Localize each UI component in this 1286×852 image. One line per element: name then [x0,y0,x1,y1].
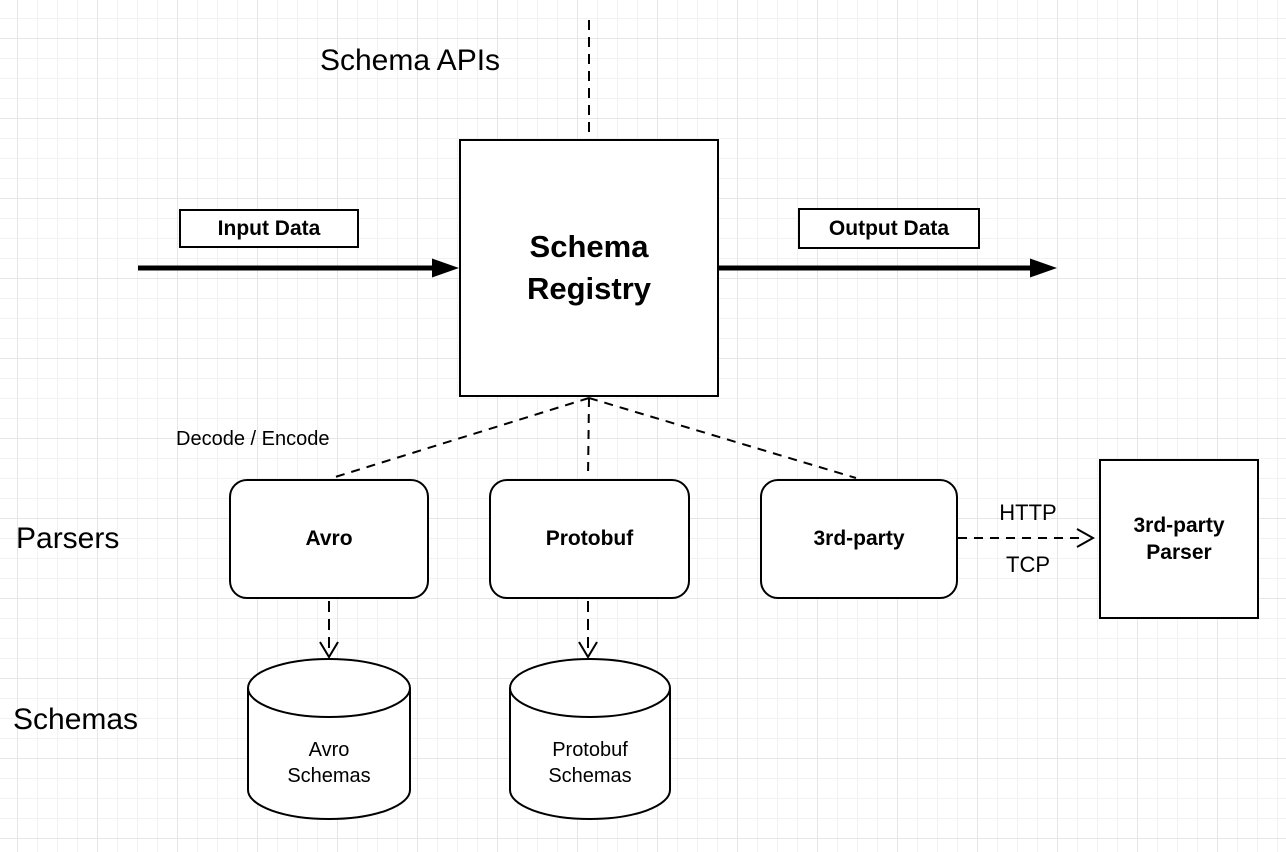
output-data-label-box: Output Data [798,208,980,249]
protobuf-schemas-cylinder-top [509,658,671,718]
avro-schemas-store-label: Avro Schemas [287,739,371,787]
schema-apis-label: Schema APIs [319,44,501,77]
registry-to-thirdparty-dashed-line [588,397,857,479]
thirdparty-to-parser-arrowhead [1076,528,1096,548]
protobuf-schemas-store-label: Protobuf Schemas [548,739,632,787]
input-arrowhead [432,258,459,278]
schema-registry-node: Schema Registry [459,139,719,397]
protobuf-schemas-cylinder-body [509,688,671,820]
parsers-row-label: Parsers [16,522,120,555]
protobuf-parser-node: Protobuf [489,479,690,599]
http-protocol-label: HTTP [999,500,1057,525]
avro-parser-node: Avro [229,479,429,599]
input-data-label-box: Input Data [179,209,359,248]
registry-to-protobuf-dashed-line [587,397,590,479]
avro-to-store-arrowhead [319,641,339,659]
avro-schemas-cylinder-body [247,688,411,820]
tcp-protocol-label: TCP [1006,552,1050,577]
decode-encode-label: Decode / Encode [176,428,330,450]
protobuf-to-store-arrowhead [578,641,598,659]
output-arrowhead [1030,258,1057,278]
avro-schemas-cylinder-top [247,658,411,718]
schemas-row-label: Schemas [13,703,139,736]
registry-to-avro-dashed-line [331,397,590,479]
third-party-parser-node: 3rd-party [760,479,958,599]
third-party-external-parser-node: 3rd-party Parser [1099,459,1259,619]
